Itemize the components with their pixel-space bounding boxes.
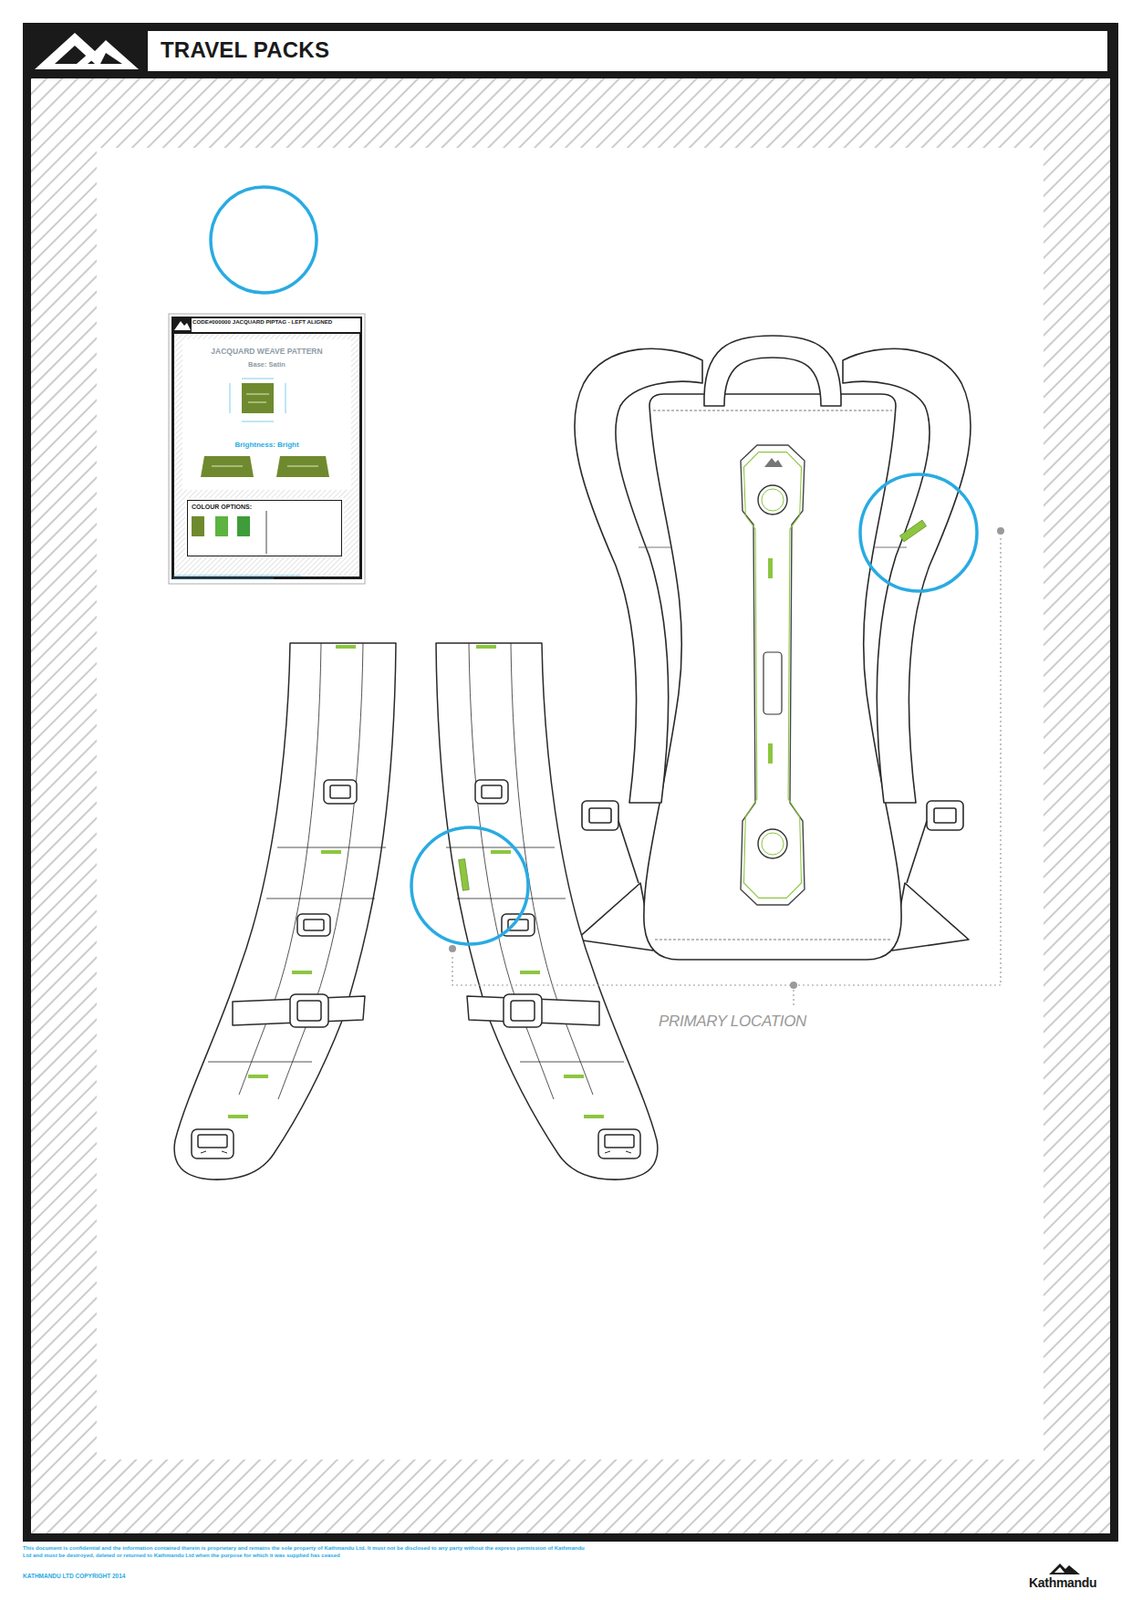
colour-options-heading: COLOUR OPTIONS: bbox=[191, 503, 338, 511]
base-note: Base: Satin bbox=[168, 360, 365, 369]
location-label: PRIMARY LOCATION bbox=[658, 1012, 807, 1031]
colour-options-box: COLOUR OPTIONS: bbox=[186, 499, 343, 557]
page-title: TRAVEL PACKS bbox=[160, 37, 330, 64]
spec-card: CODE#000000 JACQUARD PIPTAG - LEFT ALIGN… bbox=[168, 313, 365, 584]
tag-code: CODE#000000 JACQUARD PIPTAG - LEFT ALIGN… bbox=[192, 318, 361, 325]
brightness-note: Brightness: Bright bbox=[168, 440, 365, 450]
copyright-note: KATHMANDU LTD COPYRIGHT 2014 bbox=[22, 1572, 125, 1580]
brand-wordmark: Kathmandu bbox=[1028, 1575, 1097, 1591]
pattern-heading: JACQUARD WEAVE PATTERN bbox=[168, 346, 365, 356]
confidentiality-note: This document is confidential and the in… bbox=[22, 1545, 589, 1560]
